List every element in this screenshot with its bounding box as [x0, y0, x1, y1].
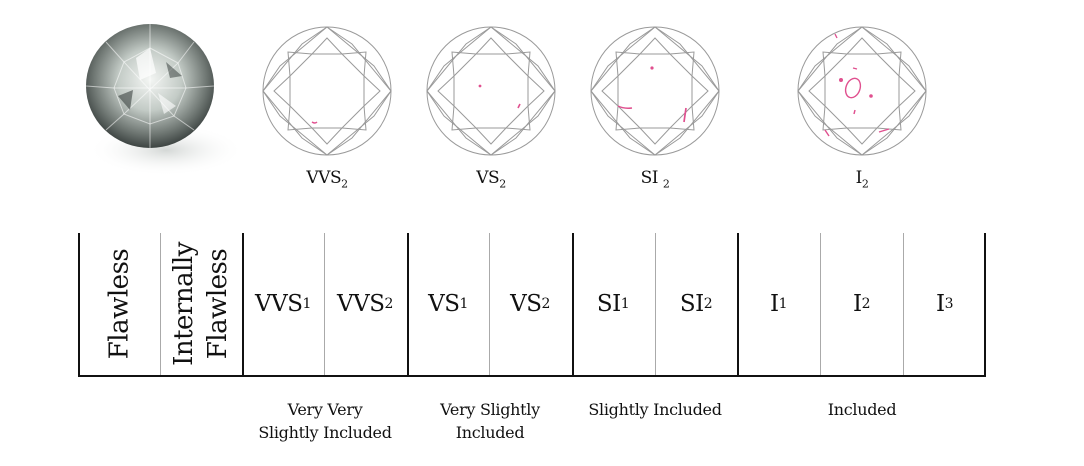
clarity-illustrations: VVS2 VS2 SI 2 I2	[0, 0, 1084, 210]
group-label-si: Slightly Included	[588, 400, 722, 419]
scale-divider	[324, 233, 325, 375]
plot-vs2	[426, 26, 556, 156]
scale-divider	[160, 233, 161, 375]
scale-divider	[820, 233, 821, 375]
plot-i2	[797, 26, 927, 156]
plot-label-vvs2: VVS2	[306, 168, 348, 191]
scale-divider	[903, 233, 904, 375]
scale-divider	[572, 233, 574, 375]
scale-divider	[984, 233, 986, 375]
scale-divider	[242, 233, 244, 375]
plot-vvs2	[262, 26, 392, 156]
plot-label-si2: SI 2	[640, 168, 670, 191]
scale-divider	[407, 233, 409, 375]
grade-flawless: Flawless	[104, 248, 134, 360]
scale-divider	[489, 233, 490, 375]
scale-divider	[78, 233, 80, 375]
scale-divider	[655, 233, 656, 375]
group-label-i: Included	[827, 400, 897, 419]
plot-si2	[590, 26, 720, 156]
scale-divider	[737, 233, 739, 375]
plot-label-i2: I2	[855, 168, 869, 191]
plot-label-vs2: VS2	[476, 168, 506, 191]
diamond-photo	[85, 24, 244, 176]
